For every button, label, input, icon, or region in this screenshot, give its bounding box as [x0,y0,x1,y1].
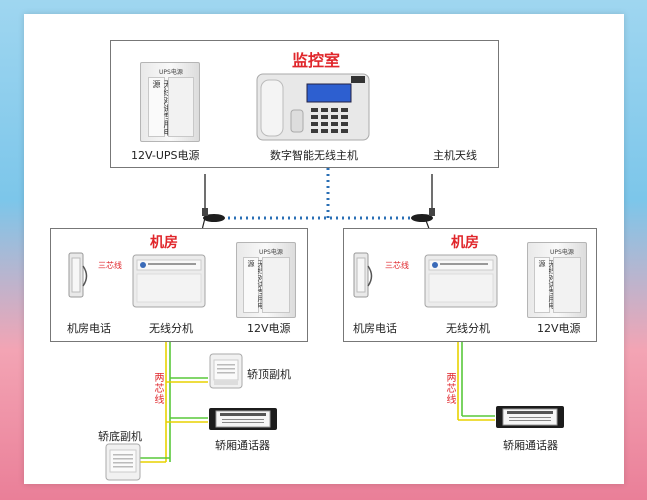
right-antenna-icon [411,174,435,222]
left-car-intercom-label: 轿厢通话器 [215,439,270,452]
right-phone-label: 机房电话 [353,322,397,335]
left-wireless-unit-label: 无线分机 [149,322,193,335]
left-power-front-panel [262,257,290,313]
left-power-header: UPS电源 [259,249,283,256]
right-power-plate-text: 无线对讲专用电源 [538,260,556,309]
car-bottom-unit-icon [104,442,142,482]
ups-power-supply: UPS电源 无线对讲专用电源 [140,62,200,142]
host-keypad-icon [311,108,348,133]
host-lcd-screen [306,83,352,103]
left-power-side-plate: 无线对讲专用电源 [243,257,265,313]
right-wireless-unit [424,254,498,308]
right-three-core-wire-tag: 三芯线 [385,261,409,270]
left-antenna-icon [202,174,225,222]
left-two-core-wire-tag: 两芯线 [152,372,163,405]
right-power-label: 12V电源 [537,322,581,335]
left-room-phone-icon [68,252,90,300]
wireless-host-device [255,70,371,142]
right-power-header: UPS电源 [550,249,574,256]
right-car-intercom-label: 轿厢通话器 [503,439,558,452]
ups-plate-text: 无线对讲专用电源 [152,80,172,136]
machine-room-right-title: 机房 [451,235,479,251]
host-handset-icon [260,79,284,137]
car-top-unit-label: 轿顶副机 [247,368,291,381]
left-wireless-unit [132,254,206,308]
left-phone-label: 机房电话 [67,322,111,335]
right-car-intercom-icon [495,402,565,432]
right-12v-power-supply: UPS电源 无线对讲专用电源 [527,242,587,318]
left-car-intercom-icon [208,404,278,434]
car-bottom-unit-label: 轿底副机 [98,430,142,443]
left-12v-power-supply: UPS电源 无线对讲专用电源 [236,242,296,318]
host-label: 数字智能无线主机 [270,149,358,162]
machine-room-left-title: 机房 [150,235,178,251]
ups-header-text: UPS电源 [159,69,183,76]
right-wireless-unit-label: 无线分机 [446,322,490,335]
left-power-label: 12V电源 [247,322,291,335]
host-antenna-label: 主机天线 [433,149,477,162]
right-power-side-plate: 无线对讲专用电源 [534,257,556,313]
left-power-plate-text: 无线对讲专用电源 [247,260,265,309]
monitor-room-title: 监控室 [292,51,341,70]
ups-front-panel [168,77,194,137]
right-power-front-panel [553,257,581,313]
right-room-phone-icon [353,252,375,300]
ups-side-plate: 无线对讲专用电源 [148,77,172,137]
right-two-core-wire-tag: 两芯线 [444,372,455,405]
car-top-unit-icon [208,352,244,390]
left-three-core-wire-tag: 三芯线 [98,261,122,270]
ups-label: 12V-UPS电源 [131,149,200,162]
